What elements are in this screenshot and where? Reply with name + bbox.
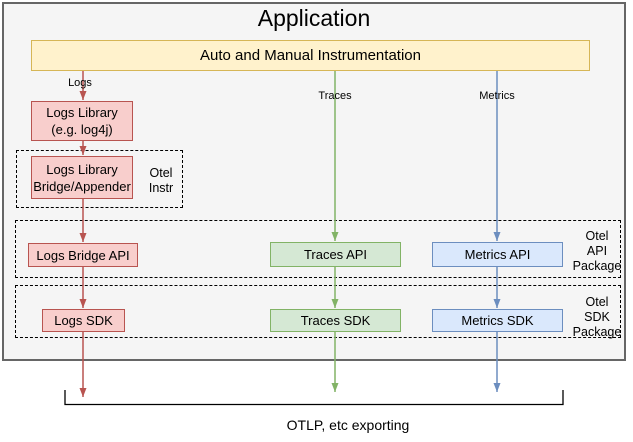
logs-library-node: Logs Library (e.g. log4j) bbox=[31, 101, 133, 141]
logs-bridge-line1: Logs Library bbox=[46, 161, 118, 177]
otel-sdk-package-group-box bbox=[15, 285, 621, 338]
metrics-sdk-node: Metrics SDK bbox=[432, 309, 563, 332]
otel-api-package-line3: Package bbox=[572, 259, 622, 273]
logs-library-line1: Logs Library bbox=[46, 105, 118, 120]
otel-instr-label-line1: Otel bbox=[149, 166, 173, 180]
logs-library-line2: (e.g. log4j) bbox=[51, 122, 113, 137]
otel-sdk-package-line1: Otel bbox=[585, 295, 609, 309]
logs-column-label: Logs bbox=[68, 77, 92, 89]
otel-instr-label-line2: Instr bbox=[148, 181, 174, 195]
traces-column-label: Traces bbox=[318, 90, 352, 102]
otel-api-package-group-box bbox=[15, 220, 621, 278]
metrics-api-node: Metrics API bbox=[432, 242, 563, 267]
export-footer-label: OTLP, etc exporting bbox=[286, 417, 410, 433]
logs-bridge-line2: Bridge/Appender bbox=[33, 178, 131, 194]
logs-bridge-api-node: Logs Bridge API bbox=[28, 243, 138, 267]
metrics-column-label: Metrics bbox=[479, 90, 515, 102]
traces-api-node: Traces API bbox=[270, 242, 401, 267]
otel-sdk-package-line3: Package bbox=[572, 325, 622, 339]
traces-sdk-node: Traces SDK bbox=[270, 309, 401, 332]
application-title: Application bbox=[257, 5, 371, 31]
otel-sdk-package-line2: SDK bbox=[584, 310, 610, 324]
otel-instr-group-label: Otel Instr bbox=[133, 166, 189, 196]
otel-api-package-group-label: Otel API Package bbox=[569, 229, 625, 274]
export-bracket bbox=[64, 390, 564, 406]
logs-bridge-appender-node: Logs Library Bridge/Appender bbox=[31, 156, 133, 199]
otel-instr-group-box bbox=[16, 150, 183, 208]
otel-sdk-package-group-label: Otel SDK Package bbox=[569, 295, 625, 340]
instrumentation-banner: Auto and Manual Instrumentation bbox=[31, 40, 590, 71]
otel-api-package-line1: Otel bbox=[585, 229, 609, 243]
logs-sdk-node: Logs SDK bbox=[42, 309, 125, 332]
otel-api-package-line2: API bbox=[586, 244, 608, 258]
